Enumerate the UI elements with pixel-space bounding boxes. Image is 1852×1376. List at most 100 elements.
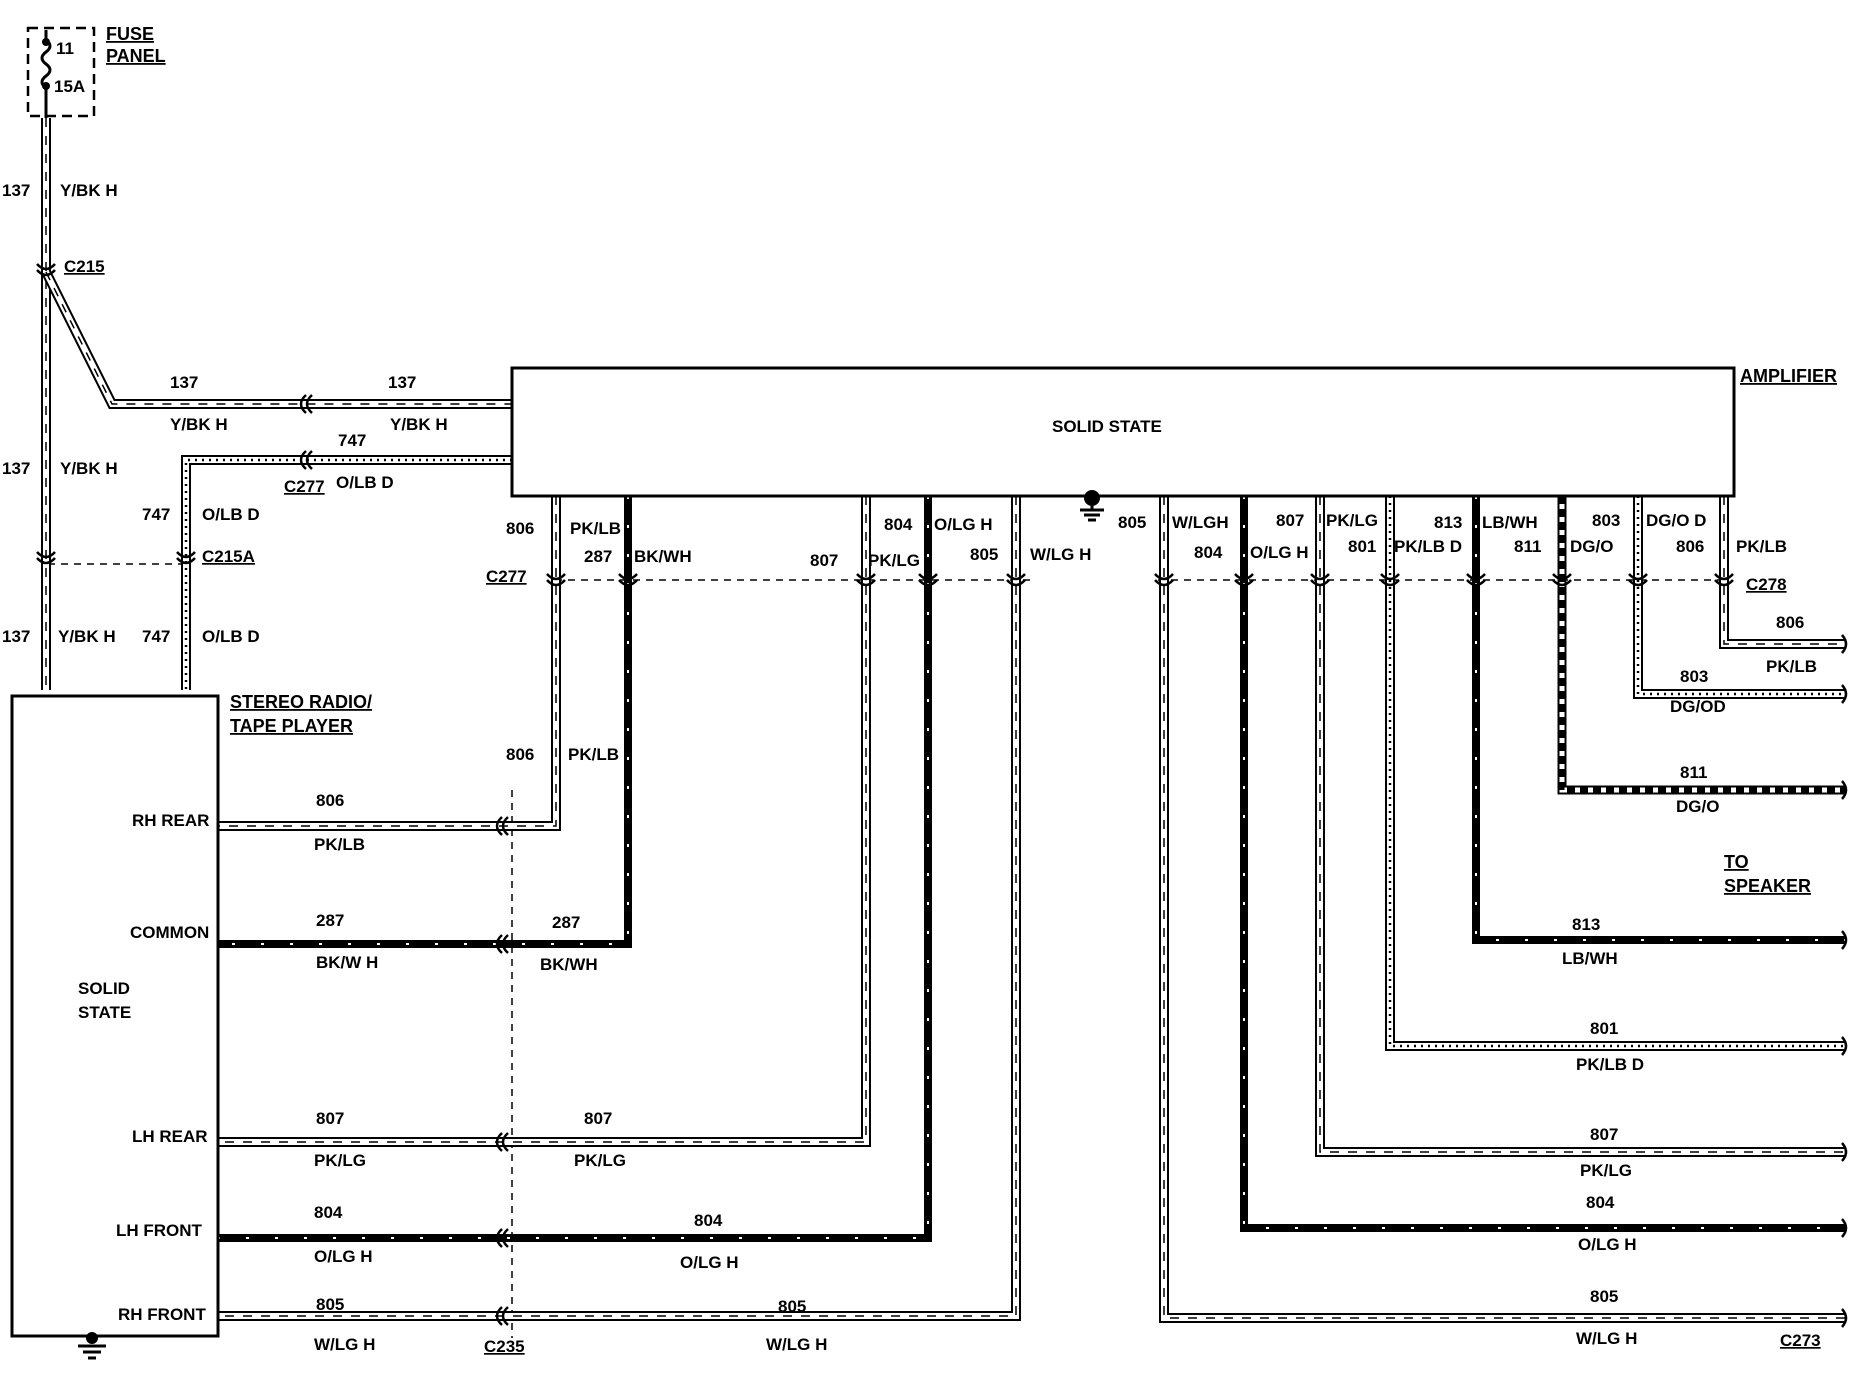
label-olgh-e: O/LG H (680, 1253, 739, 1272)
label-pklb-d: PK/LB (1766, 657, 1817, 676)
wire-801-spk (1385, 496, 1846, 1051)
label-287-c: 287 (552, 913, 580, 932)
connector-c277-c278-pin-5 (1006, 573, 1026, 587)
terminal-common: COMMON (130, 923, 209, 942)
label-137-b: 137 (2, 459, 30, 478)
connector-c277-c278-pin-9 (1380, 573, 1400, 587)
label-pklbd-b: PK/LB D (1576, 1055, 1644, 1074)
label-813-b: 813 (1572, 915, 1600, 934)
fuse-number: 11 (56, 39, 74, 58)
connector-labels: C215 C215A C277 C277 C278 C235 C273 TO S… (64, 257, 1821, 1356)
label-137-d: 137 (170, 373, 198, 392)
terminal-lh-front: LH FRONT (116, 1221, 203, 1240)
wire-287-amp (218, 496, 632, 948)
label-747-a: 747 (338, 431, 366, 450)
stereo-radio: STEREO RADIO/ TAPE PLAYER SOLID STATE RH… (10, 692, 372, 1360)
wire-804-spk (1240, 496, 1846, 1232)
label-805-d: 805 (316, 1295, 344, 1314)
label-pklb-b: PK/LB (568, 745, 619, 764)
label-803-b: 803 (1680, 667, 1708, 686)
label-806-a: 806 (506, 519, 534, 538)
label-805-b: 805 (1118, 513, 1146, 532)
connector-c215a: C215A (202, 547, 255, 566)
amplifier-label: AMPLIFIER (1740, 366, 1837, 386)
connector-c273-pin-5 (1841, 1036, 1848, 1056)
connector-c215a-upper-symbol (36, 551, 56, 565)
label-801-a: 801 (1348, 537, 1376, 556)
label-olgh-d: O/LG H (314, 1247, 373, 1266)
fuse-terminal-bottom (42, 82, 50, 90)
connector-c277-c278-pin-10 (1466, 573, 1486, 587)
label-bkwh-a: BK/WH (634, 547, 692, 566)
connector-reference-lines (48, 563, 1722, 1338)
label-dgo-a: DG/O (1570, 537, 1613, 556)
fuse-rating: 15A (54, 77, 85, 96)
radio-label-1: STEREO RADIO/ (230, 692, 372, 712)
label-dgo-b: DG/O (1676, 797, 1719, 816)
connector-c277-c278-pin-1 (546, 573, 566, 587)
label-805-e: 805 (778, 1297, 806, 1316)
label-806-c: 806 (1676, 537, 1704, 556)
label-wlgh-a: W/LG H (1030, 545, 1091, 564)
connector-c215a-symbol (176, 551, 196, 565)
label-pklg-d: PK/LG (314, 1151, 366, 1170)
label-pklg-e: PK/LG (574, 1151, 626, 1170)
radio-body-text-1: SOLID (78, 979, 130, 998)
connector-c273-pin-1 (1841, 634, 1848, 654)
label-pklb-a: PK/LB (570, 519, 621, 538)
connector-c235-pin-3 (495, 1132, 509, 1152)
label-804-e: 804 (694, 1211, 723, 1230)
label-287-b: 287 (316, 911, 344, 930)
wire-807-amp (218, 496, 871, 1147)
connector-c277-c278-pin-8 (1310, 573, 1330, 587)
terminal-lh-rear: LH REAR (132, 1127, 208, 1146)
fuse-panel: 11 15A FUSE PANEL (26, 24, 166, 118)
connector-c277-upper-137-symbol (299, 394, 313, 414)
amplifier-ground-icon (1080, 490, 1104, 522)
connector-c273: C273 (1780, 1331, 1821, 1350)
label-137-a: 137 (2, 181, 30, 200)
label-olgh-c: O/LG H (1578, 1235, 1637, 1254)
label-806-e: 806 (316, 791, 344, 810)
amplifier-body-text: SOLID STATE (1052, 417, 1162, 436)
wire-811-spk (1557, 496, 1846, 795)
connector-c273-pin-8 (1841, 1308, 1848, 1328)
connector-c277-c278-pin-12 (1628, 573, 1648, 587)
fuse-panel-label-2: PANEL (106, 46, 166, 66)
connector-c277-upper: C277 (284, 477, 325, 496)
label-803-a: 803 (1592, 511, 1620, 530)
fuse-panel-outline (26, 26, 96, 118)
connector-c273-pin-4 (1841, 930, 1848, 950)
label-lbwh-a: LB/WH (1482, 513, 1538, 532)
label-ybk-c: Y/BK H (58, 627, 116, 646)
radio-body-text-2: STATE (78, 1003, 131, 1022)
connector-c235-pin-2 (495, 934, 509, 954)
wire-813-spk (1472, 496, 1846, 944)
label-ybk-a: Y/BK H (60, 181, 118, 200)
wires (41, 118, 1846, 1323)
label-pklb-e: PK/LB (314, 835, 365, 854)
label-dgod-b: DG/OD (1670, 697, 1726, 716)
wire-806-amp (218, 496, 561, 831)
label-747-b: 747 (142, 505, 170, 524)
connector-c277-c278-pin-11 (1552, 573, 1572, 587)
connector-c273-pin-3 (1841, 780, 1848, 800)
fuse-panel-label-1: FUSE (106, 24, 154, 44)
label-pklg-c: PK/LG (1580, 1161, 1632, 1180)
label-pklbd-a: PK/LB D (1394, 537, 1462, 556)
label-804-c: 804 (1586, 1193, 1615, 1212)
wire-137-branch (41, 269, 512, 409)
connector-c273-pin-7 (1841, 1218, 1848, 1238)
label-pklg-a: PK/LG (868, 551, 920, 570)
amplifier-box (510, 366, 1736, 498)
label-806-b: 806 (506, 745, 534, 764)
label-ybk-e: Y/BK H (390, 415, 448, 434)
label-137-c: 137 (2, 627, 30, 646)
label-811-b: 811 (1680, 763, 1707, 782)
to-speaker-label-2: SPEAKER (1724, 876, 1811, 896)
wire-806-spk (1719, 496, 1846, 649)
label-804-d: 804 (314, 1203, 343, 1222)
connector-c277-c278-pin-4 (918, 573, 938, 587)
label-olgh-b: O/LG H (1250, 543, 1309, 562)
